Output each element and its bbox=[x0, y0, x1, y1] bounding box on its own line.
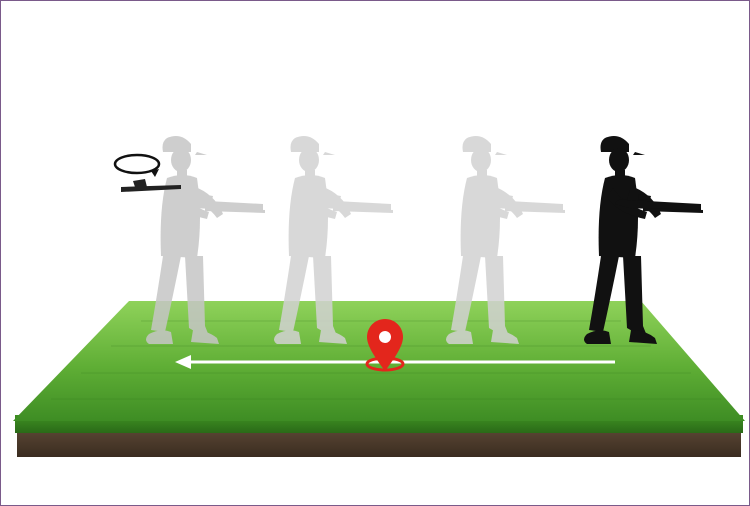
rotate-arrow-icon bbox=[115, 155, 159, 177]
soil-layer bbox=[17, 429, 741, 457]
